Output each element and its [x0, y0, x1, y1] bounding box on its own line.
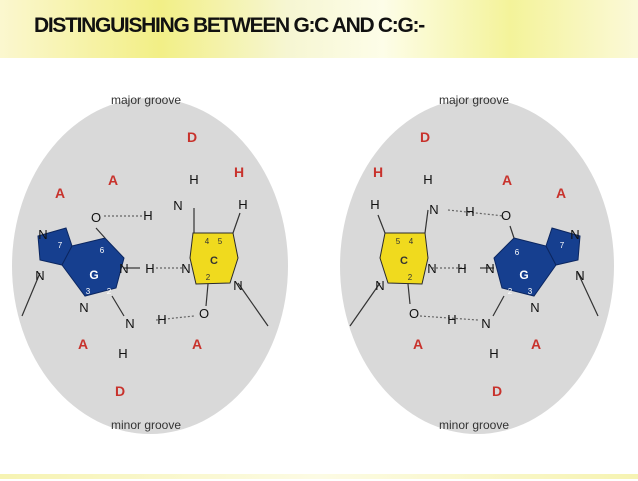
gc-c-n1: N [233, 278, 242, 293]
cg-h-bond2-h: H [457, 261, 466, 276]
gc-minor-code-a2: A [192, 336, 202, 352]
gc-minor-code-a1: A [78, 336, 88, 352]
gc-major-code-a2: A [108, 172, 118, 188]
cg-g-ring-6: 6 [515, 248, 520, 257]
cg-g-o6: O [501, 208, 511, 223]
cg-minor-groove-label: minor groove [439, 418, 509, 432]
gc-major-code-d: D [187, 129, 197, 145]
gc-minor-code-d: D [115, 383, 125, 399]
bottom-band [0, 474, 638, 479]
cg-g-n9: N [575, 268, 584, 283]
gc-g-ring-3: 3 [86, 287, 91, 296]
cg-g-ring-7: 7 [560, 241, 565, 250]
gc-guanine-label: G [89, 268, 98, 282]
figure-area: major groove minor groove A A D H A D A … [0, 58, 638, 476]
gc-c-n4-h: H [189, 172, 198, 187]
gc-h-bond2-h: H [145, 261, 154, 276]
cg-c-o2: O [409, 306, 419, 321]
cg-major-code-a2: A [556, 185, 566, 201]
cg-h-bond1-h: H [465, 204, 474, 219]
cg-pair-panel: major groove minor groove H D A A A D A … [340, 93, 614, 434]
gc-g-n3: N [79, 300, 88, 315]
gc-minor-groove-label: minor groove [111, 418, 181, 432]
cg-minor-code-a1: A [413, 336, 423, 352]
gc-c-ring-2: 2 [206, 273, 211, 282]
cg-c-n1: N [375, 278, 384, 293]
gc-h-bond3-h: H [157, 312, 166, 327]
cg-c-n3: N [427, 261, 436, 276]
gc-c-ring-4: 4 [205, 237, 210, 246]
cg-major-code-h: H [373, 164, 383, 180]
cg-g-n3: N [530, 300, 539, 315]
cg-major-groove-label: major groove [439, 93, 509, 107]
gc-g-ring-6: 6 [100, 246, 105, 255]
cg-cytosine-label: C [400, 255, 408, 267]
gc-c-ring-5: 5 [218, 237, 223, 246]
gc-g-ring-2: 2 [107, 287, 112, 296]
cg-panel-background [340, 98, 614, 434]
gc-pair-panel: major groove minor groove A A D H A D A … [12, 93, 288, 434]
cg-major-code-d: D [420, 129, 430, 145]
gc-g-n2: N [125, 316, 134, 331]
gc-panel-background [12, 98, 288, 434]
title-banner [0, 0, 638, 58]
gc-g-n7: N [38, 227, 47, 242]
gc-c-n3: N [181, 261, 190, 276]
cg-c-n4: N [429, 202, 438, 217]
cg-g-n2: N [481, 316, 490, 331]
gc-cytosine: C 4 5 2 [189, 232, 239, 285]
cg-g-ring-3: 3 [528, 287, 533, 296]
gc-g-ring-7: 7 [58, 241, 63, 250]
gc-cytosine-label: C [210, 255, 218, 267]
cg-c-h5: H [370, 197, 379, 212]
gc-h-bond1-h: H [143, 208, 152, 223]
cg-g-n2-h: H [489, 346, 498, 361]
cg-cytosine: C 5 4 2 [379, 232, 429, 285]
cg-c-ring-4: 4 [409, 237, 414, 246]
gc-g-n2-h: H [118, 346, 127, 361]
gc-g-n1: N [119, 261, 128, 276]
cg-c-ring-2: 2 [408, 273, 413, 282]
gc-major-groove-label: major groove [111, 93, 181, 107]
gc-c-n4: N [173, 198, 182, 213]
gc-g-n9: N [35, 268, 44, 283]
gc-major-code-a1: A [55, 185, 65, 201]
cg-guanine-label: G [519, 268, 528, 282]
cg-g-n7: N [570, 227, 579, 242]
gc-c-o2: O [199, 306, 209, 321]
cg-c-n4-h: H [423, 172, 432, 187]
cg-guanine: G 6 7 2 3 [493, 227, 581, 297]
cg-h-bond3-h: H [447, 312, 456, 327]
cg-g-n1: N [485, 261, 494, 276]
cg-major-code-a1: A [502, 172, 512, 188]
cg-minor-code-d: D [492, 383, 502, 399]
cg-g-ring-2: 2 [508, 287, 513, 296]
gc-major-code-h: H [234, 164, 244, 180]
gc-c-h5: H [238, 197, 247, 212]
slide-title: DISTINGUISHING BETWEEN G:C AND C:G:- [34, 14, 425, 37]
cg-c-ring-5: 5 [396, 237, 401, 246]
gc-g-o6: O [91, 210, 101, 225]
cg-minor-code-a2: A [531, 336, 541, 352]
